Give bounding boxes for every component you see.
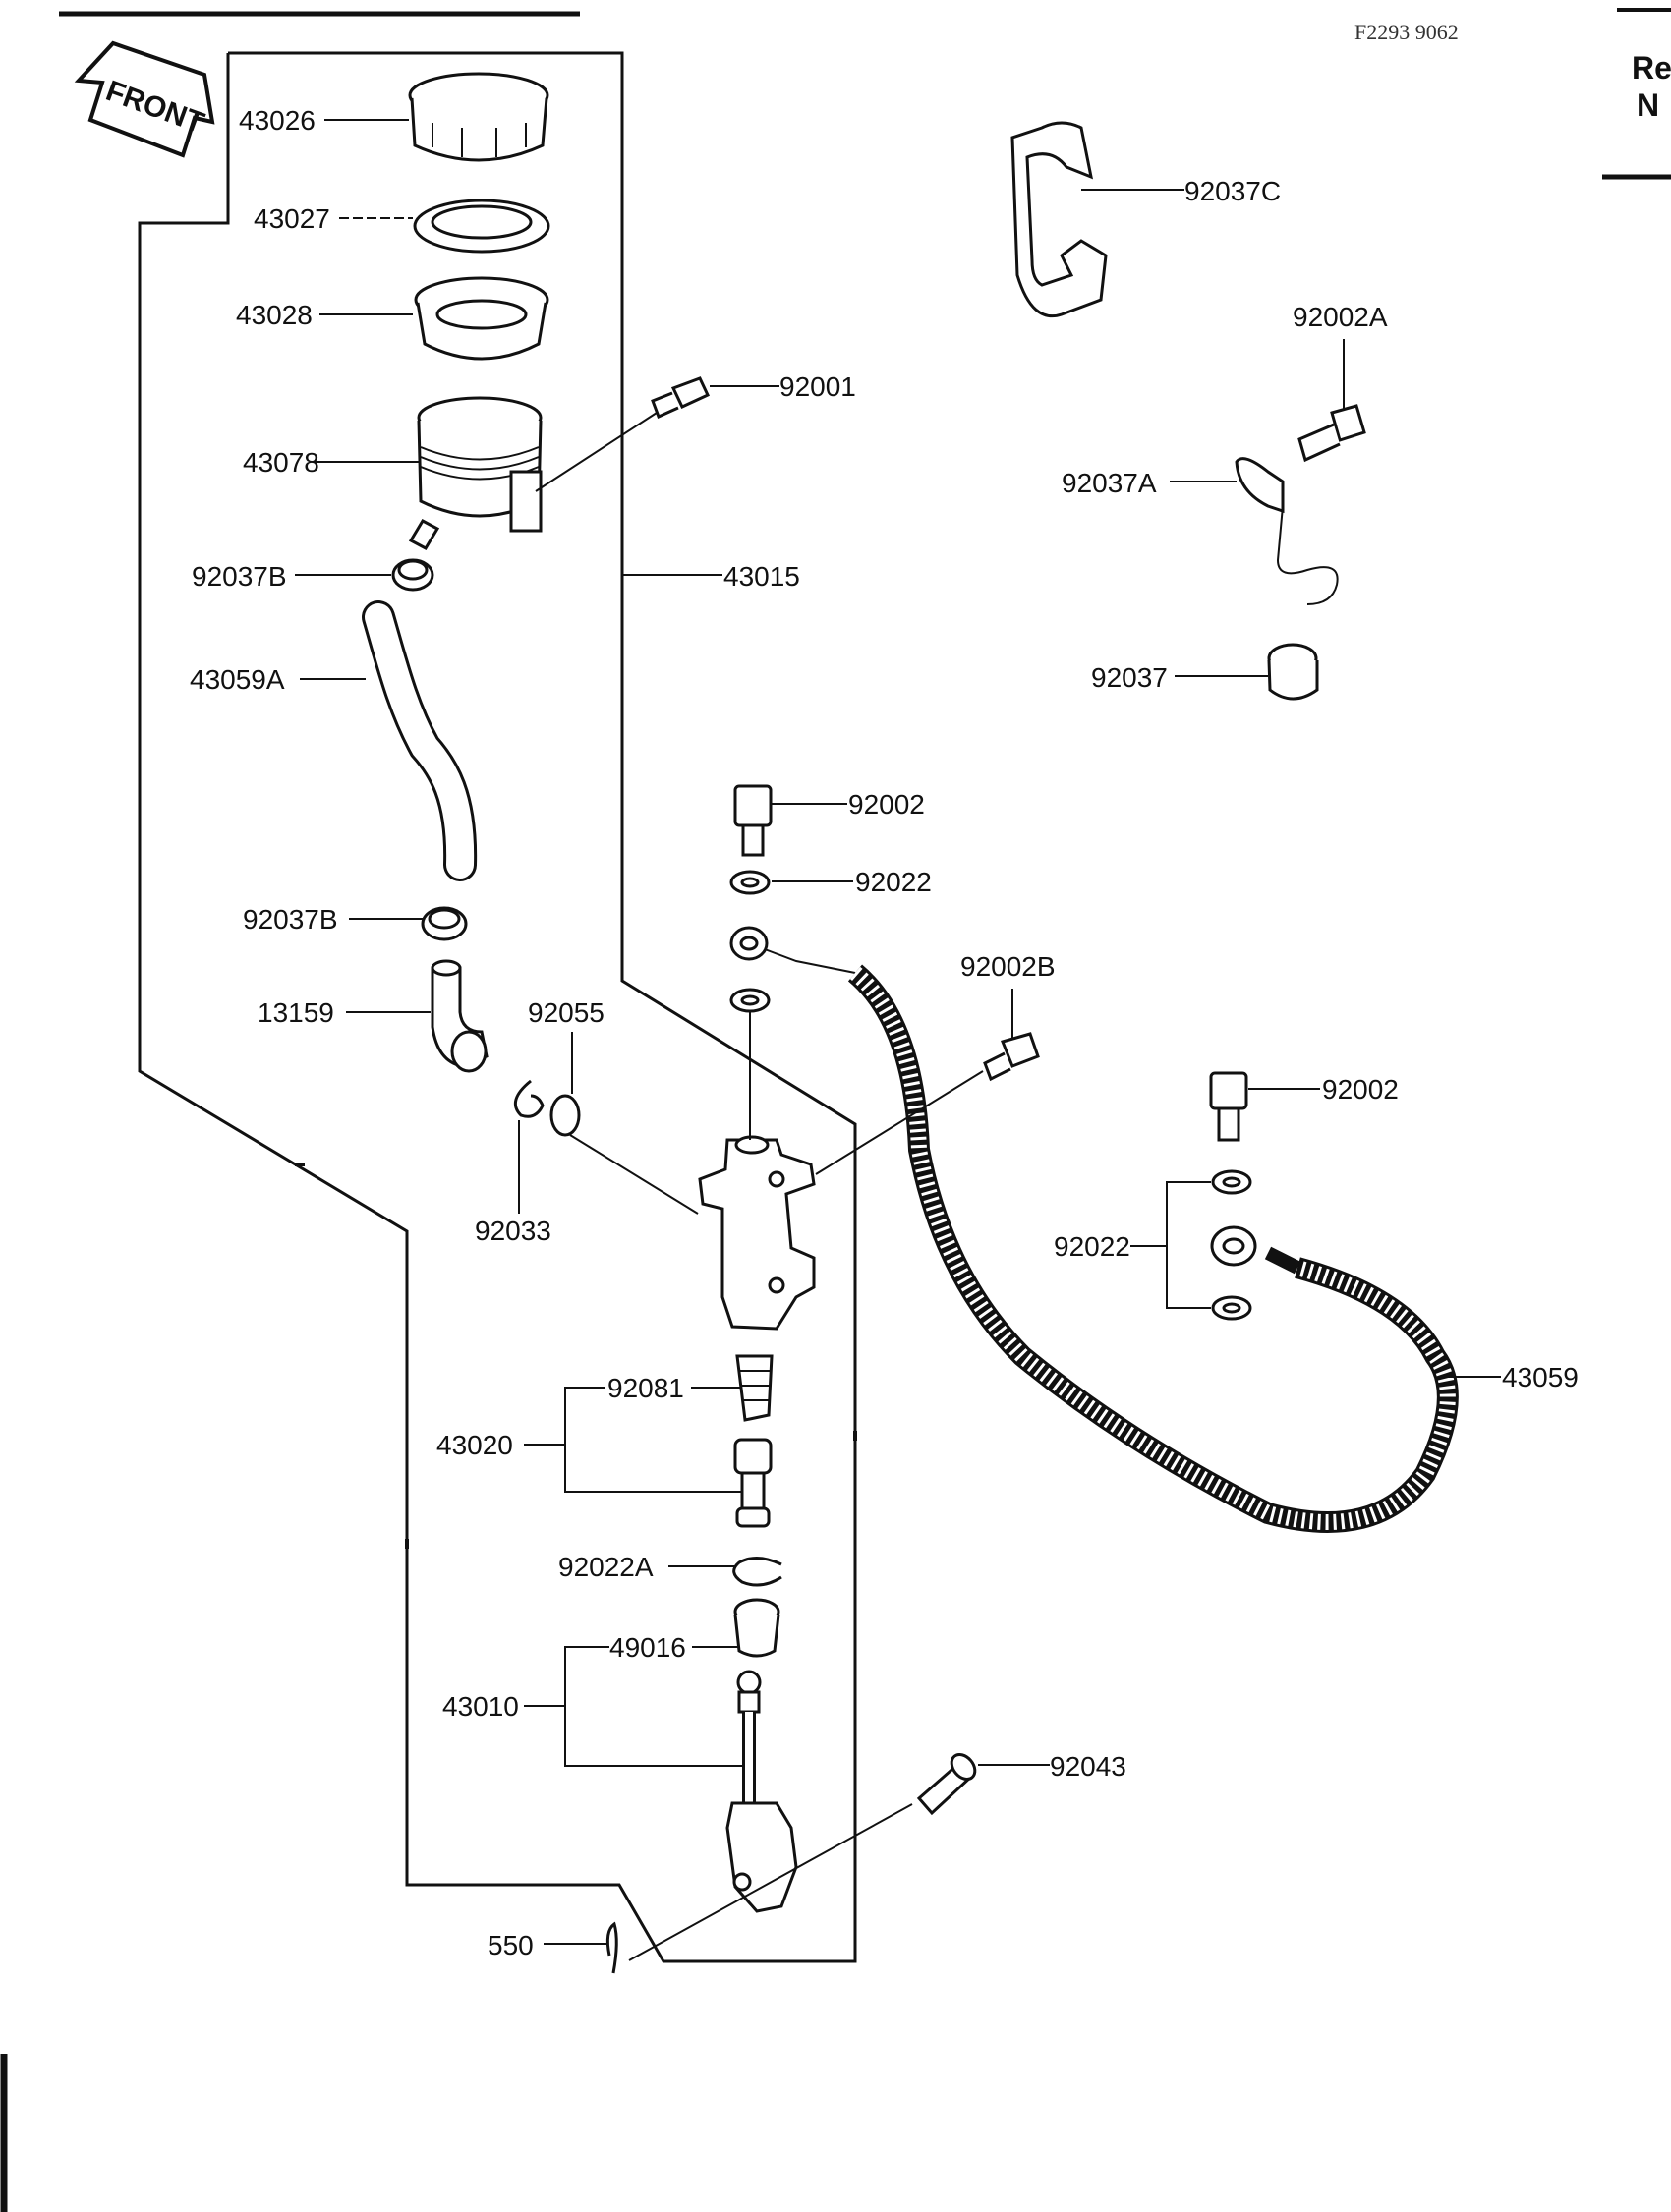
master-cylinder-body <box>698 1135 816 1331</box>
label-49016: 49016 <box>609 1632 686 1663</box>
clevis-pin-92043 <box>916 1752 977 1816</box>
brake-hose-43059 <box>729 926 1459 1533</box>
label-92037a: 92037A <box>1062 468 1157 498</box>
elbow-fitting-13159 <box>431 959 489 1073</box>
label-43015: 43015 <box>723 561 800 592</box>
banjo-bolt-92002-top <box>733 784 773 857</box>
bolt-92001 <box>651 376 711 420</box>
o-ring-92055 <box>549 1094 581 1137</box>
ref-code: F2293 9062 <box>1354 20 1459 44</box>
hose-clamp-92037b-bottom <box>421 906 468 941</box>
label-92002-top: 92002 <box>848 789 925 820</box>
label-43020: 43020 <box>436 1430 513 1460</box>
washer-92022-lower <box>729 988 771 1013</box>
bracket-92037c <box>1010 121 1108 317</box>
clip-92037a <box>1235 457 1339 605</box>
corner-text-1: Re <box>1632 50 1671 85</box>
label-92043: 92043 <box>1050 1751 1126 1782</box>
corner-text-2: N <box>1637 87 1659 123</box>
front-arrow-icon: FRONT <box>74 40 215 158</box>
washer-92022-top <box>729 870 771 895</box>
washer-92022-right-upper <box>1211 1169 1252 1195</box>
cotter-pin-550 <box>605 1921 618 1974</box>
label-92033: 92033 <box>475 1216 551 1246</box>
hose-clamp-92037b-top <box>391 558 434 592</box>
label-550: 550 <box>488 1930 534 1960</box>
reservoir-43078 <box>408 396 543 550</box>
label-43059a: 43059A <box>190 664 285 695</box>
circlip-92033 <box>513 1079 545 1118</box>
label-43010: 43010 <box>442 1691 519 1722</box>
label-43027: 43027 <box>254 203 330 234</box>
label-13159: 13159 <box>258 997 334 1028</box>
label-92037b-top: 92037B <box>192 561 287 592</box>
label-92055: 92055 <box>528 997 605 1028</box>
label-92022-right: 92022 <box>1054 1231 1130 1262</box>
label-43028: 43028 <box>236 300 313 330</box>
label-43026: 43026 <box>239 105 316 136</box>
label-92081: 92081 <box>607 1373 684 1403</box>
outline-breaks <box>295 1163 857 1549</box>
label-92002b: 92002B <box>960 951 1056 982</box>
banjo-bolt-92002-right <box>1209 1071 1248 1142</box>
reservoir-cap-43026 <box>408 72 549 162</box>
bolt-92002b <box>983 1032 1040 1082</box>
label-92022-top: 92022 <box>855 867 932 897</box>
c-ring-92022a <box>732 1557 782 1587</box>
assembly-outline-43015 <box>138 51 857 1963</box>
label-43078: 43078 <box>243 447 319 478</box>
label-92037c: 92037C <box>1184 176 1281 206</box>
washer-92022-right-lower <box>1211 1295 1252 1321</box>
spring-92081 <box>735 1354 774 1422</box>
push-rod-43010 <box>725 1670 798 1913</box>
label-92002-right: 92002 <box>1322 1074 1399 1105</box>
diaphragm-43028 <box>414 276 549 361</box>
label-92037b-bottom: 92037B <box>243 904 338 935</box>
label-92037: 92037 <box>1091 662 1168 693</box>
boot-49016 <box>733 1598 780 1658</box>
label-92001: 92001 <box>779 371 856 402</box>
diaphragm-plate-43027 <box>413 199 550 254</box>
label-43059: 43059 <box>1502 1362 1579 1392</box>
piston-cup-43020 <box>733 1438 773 1528</box>
label-92002a: 92002A <box>1293 302 1388 332</box>
grommet-92037 <box>1267 643 1319 701</box>
bolt-92002a <box>1297 404 1366 463</box>
label-92022a: 92022A <box>558 1552 654 1582</box>
